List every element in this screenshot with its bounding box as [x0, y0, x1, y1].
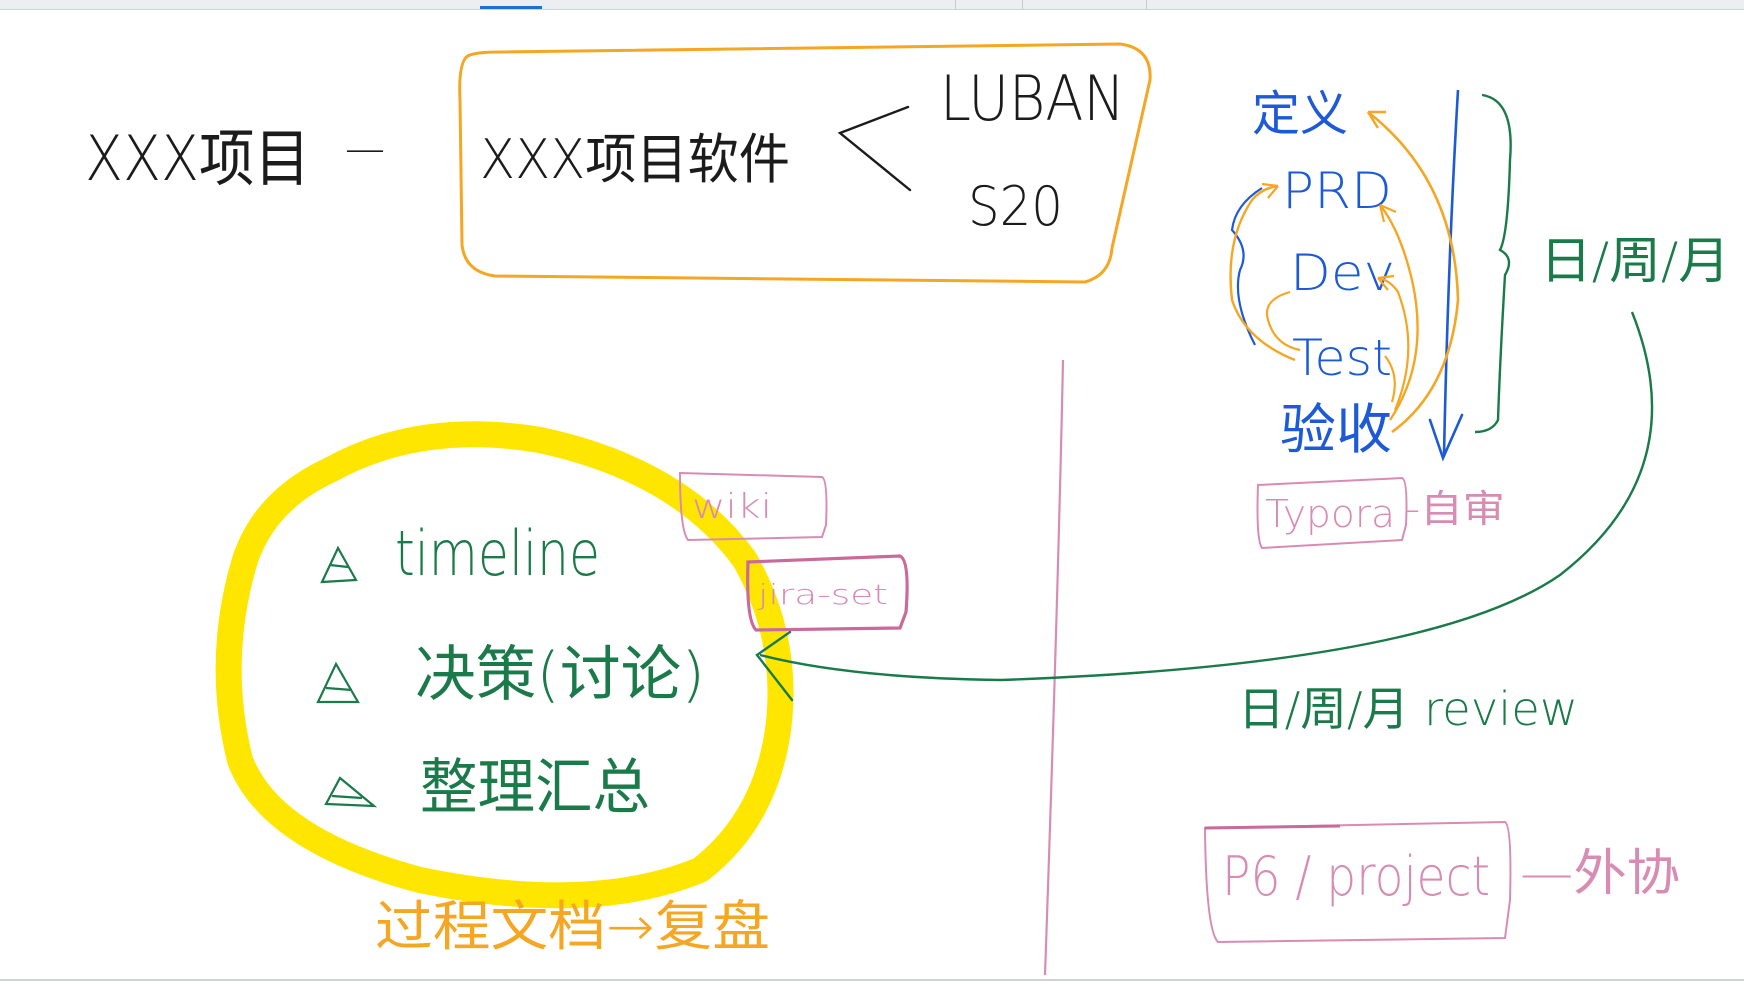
circle-item-decision: 决策(讨论): [415, 640, 705, 710]
circle-footer: 过程文档→复盘: [375, 895, 770, 958]
typora-label: Typora: [1265, 492, 1395, 536]
review-arrow-head: [755, 630, 794, 702]
p6-label: P6 / project: [1222, 845, 1490, 908]
review-arrow: [759, 311, 1654, 682]
flow-step-accept: 验收: [1280, 398, 1392, 461]
active-tab-indicator[interactable]: [480, 6, 542, 9]
jira-tag[interactable]: [746, 554, 909, 632]
flow-step-test: Test: [1292, 329, 1392, 387]
wiki-tag[interactable]: [678, 471, 828, 542]
toolbar-separator: [955, 0, 956, 9]
review-label: 日/周/月 review: [1238, 682, 1578, 736]
dash-connector: —: [345, 126, 385, 172]
project-software-label: XXX项目软件: [480, 128, 790, 191]
cadence-label: 日/周/月: [1540, 232, 1730, 290]
flow-step-prd: PRD: [1282, 162, 1392, 220]
typora-note: -自审: [1405, 487, 1505, 531]
toolbar-separator: [1146, 0, 1147, 9]
flow-step-define: 定义: [1252, 86, 1348, 142]
bullet-icon: [324, 776, 378, 808]
highlight-circle: [215, 421, 794, 909]
flow-down-arrow: [1442, 89, 1460, 456]
section-divider: [1043, 359, 1065, 976]
circle-item-summary: 整理汇总: [420, 753, 650, 823]
flow-step-dev: Dev: [1290, 244, 1395, 302]
cadence-brace: [1474, 93, 1512, 434]
branch-bracket: [837, 105, 912, 192]
bullet-icon: [320, 545, 358, 584]
bullet-icon: [316, 661, 360, 704]
arrow-head: [1428, 413, 1464, 462]
jira-tag-label: jira-set: [757, 578, 888, 611]
flow-brace: [1230, 187, 1263, 346]
iteration-arc: [1229, 184, 1296, 362]
feedback-arc: [1384, 355, 1396, 403]
option-s20: S20: [968, 175, 1063, 238]
project-label: XXX项目: [85, 122, 310, 195]
feedback-arc: [1367, 110, 1460, 434]
iteration-arc: [1265, 290, 1301, 352]
toolbar-separator: [1022, 0, 1023, 9]
option-luban: LUBAN: [940, 62, 1125, 135]
window-top-bar: [0, 0, 1744, 10]
wiki-tag-label: wiki: [692, 487, 772, 527]
feedback-arc: [1379, 204, 1419, 421]
p6-box[interactable]: [1203, 820, 1512, 944]
outsource-note: —外协: [1520, 844, 1680, 902]
circle-item-timeline: timeline: [395, 517, 600, 590]
typora-box[interactable]: [1256, 476, 1408, 550]
feedback-arc: [1377, 276, 1410, 411]
software-box: [458, 42, 1152, 284]
